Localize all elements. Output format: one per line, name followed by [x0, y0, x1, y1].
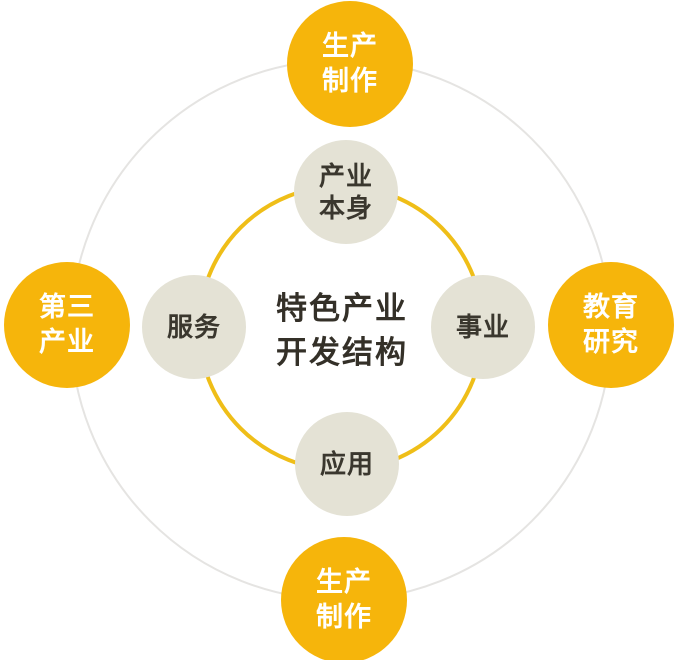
outer-node-production-bottom: 生产 制作: [281, 537, 407, 660]
inner-node-application: 应用: [295, 412, 399, 516]
diagram-title: 特色产业 开发结构: [276, 290, 408, 370]
outer-node-production-top: 生产 制作: [287, 1, 413, 127]
outer-node-bottom-label: 生产 制作: [316, 566, 372, 632]
outer-node-education-research: 教育 研究: [548, 262, 674, 388]
inner-node-bottom-label: 应用: [319, 448, 374, 479]
inner-node-top-label: 产业 本身: [318, 160, 373, 224]
inner-node-industry-itself: 产业 本身: [294, 140, 398, 244]
inner-node-business: 事业: [431, 275, 535, 379]
outer-node-right-label: 教育 研究: [583, 291, 639, 357]
inner-node-right-label: 事业: [455, 311, 510, 342]
inner-node-left-label: 服务: [166, 311, 221, 342]
outer-node-tertiary-industry: 第三 产业: [4, 262, 130, 388]
outer-node-top-label: 生产 制作: [322, 30, 378, 96]
inner-node-service: 服务: [142, 275, 246, 379]
outer-node-left-label: 第三 产业: [39, 291, 95, 357]
